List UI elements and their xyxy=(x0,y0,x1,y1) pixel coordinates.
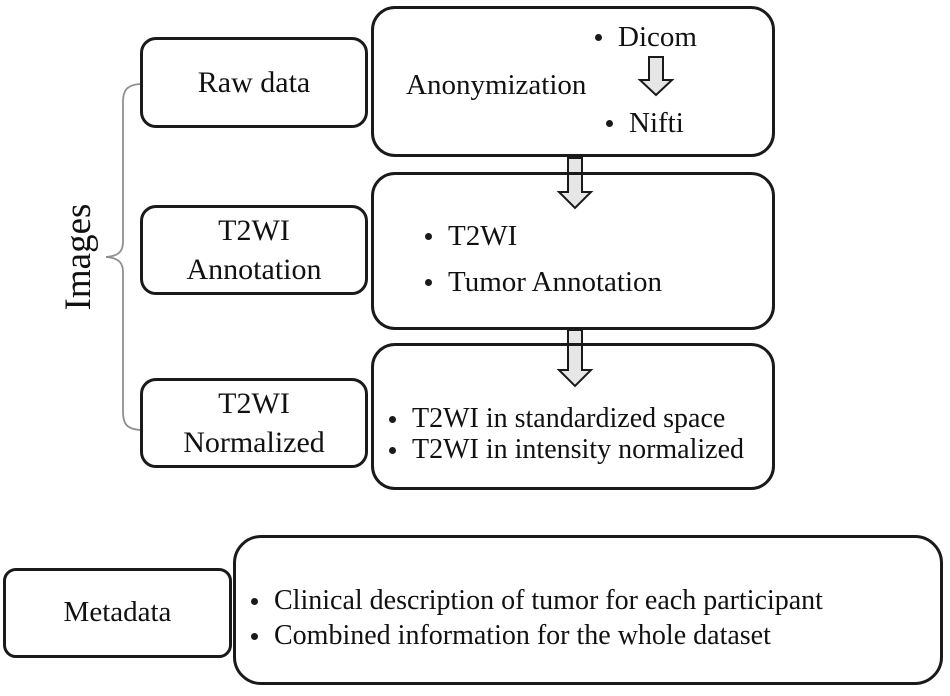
bullet-dot-icon xyxy=(595,33,602,41)
images-group-label: Images xyxy=(57,203,99,311)
bullet-text: Clinical description of tumor for each p… xyxy=(274,585,823,616)
bullet-text: Tumor Annotation xyxy=(448,265,663,298)
t2wi-normalized-label-line1: T2WI xyxy=(218,387,290,420)
anonymization-box: Anonymization Dicom Nifti xyxy=(371,6,775,157)
bullet-item: Nifti xyxy=(606,105,684,141)
bullet-item: Tumor Annotation xyxy=(425,264,662,300)
bullet-dot-icon xyxy=(425,278,432,286)
bullet-text: Combined information for the whole datas… xyxy=(274,620,771,651)
bullet-dot-icon xyxy=(425,232,432,240)
bullet-item: Dicom xyxy=(595,19,697,55)
anonymization-title: Anonymization xyxy=(406,69,587,101)
t2wi-annotation-label-line1: T2WI xyxy=(218,214,290,247)
bullet-item: T2WI in intensity normalized xyxy=(389,432,744,468)
bullet-dot-icon xyxy=(251,597,258,605)
t2wi-annotation-label-line2: Annotation xyxy=(186,253,322,286)
down-arrow-icon xyxy=(556,329,594,388)
t2wi-normalized-box: T2WI Normalized xyxy=(140,378,368,468)
raw-data-box: Raw data xyxy=(140,37,368,128)
bullet-dot-icon xyxy=(606,119,613,127)
t2wi-annotation-content-box: T2WI Tumor Annotation xyxy=(371,172,775,330)
metadata-label: Metadata xyxy=(63,596,172,629)
bullet-dot-icon xyxy=(251,632,258,640)
down-arrow-icon xyxy=(556,157,594,210)
t2wi-annotation-box: T2WI Annotation xyxy=(140,205,368,295)
bullet-item: T2WI in standardized space xyxy=(389,401,725,437)
bullet-text: T2WI in intensity normalized xyxy=(412,434,745,465)
t2wi-normalized-label-line2: Normalized xyxy=(183,426,325,459)
metadata-box: Metadata xyxy=(3,568,232,658)
bullet-text: Nifti xyxy=(629,106,684,139)
bullet-item: Clinical description of tumor for each p… xyxy=(251,583,823,619)
bullet-text: T2WI in standardized space xyxy=(412,403,726,434)
curly-brace-icon xyxy=(105,83,141,431)
bullet-dot-icon xyxy=(389,446,396,454)
bullet-text: T2WI xyxy=(448,219,518,252)
t2wi-normalized-content-box: T2WI in standardized space T2WI in inten… xyxy=(371,343,775,490)
bullet-dot-icon xyxy=(389,415,396,423)
raw-data-label: Raw data xyxy=(197,66,311,99)
bullet-item: Combined information for the whole datas… xyxy=(251,618,771,654)
bullet-item: T2WI xyxy=(425,218,517,254)
bullet-text: Dicom xyxy=(618,20,697,53)
metadata-content-box: Clinical description of tumor for each p… xyxy=(233,535,943,685)
down-arrow-icon xyxy=(637,56,675,97)
